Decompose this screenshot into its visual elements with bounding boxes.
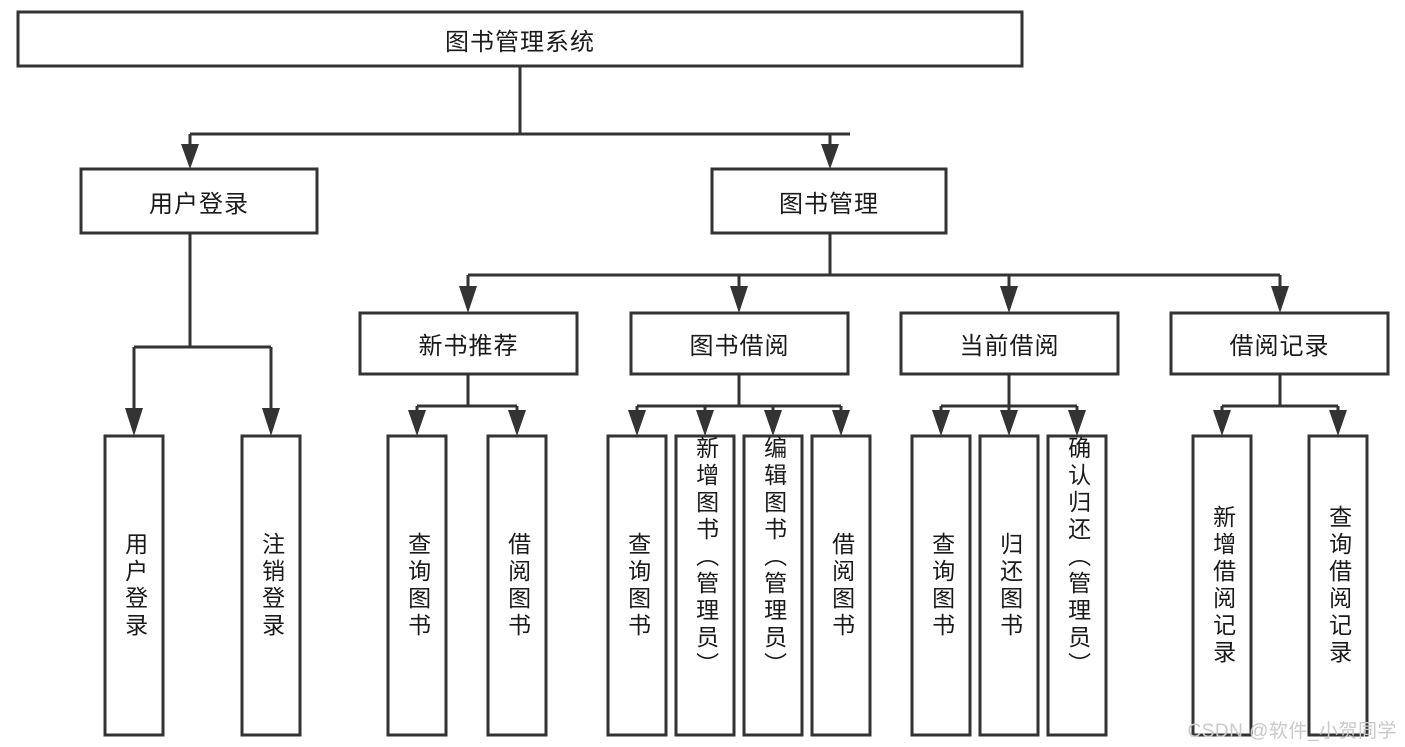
node-label-leaf-8: 查询图书 <box>912 436 970 735</box>
node-label-root: 图书管理系统 <box>445 28 595 56</box>
node-box-user-login[interactable] <box>79 167 319 235</box>
arrow-head-icon <box>821 144 839 169</box>
node-label-leaf-3: 借阅图书 <box>488 436 546 735</box>
arrow-head-icon <box>1000 410 1018 436</box>
arrow-head-icon <box>262 408 280 436</box>
arrow-head-icon <box>696 410 714 436</box>
node-box-leaf-0[interactable] <box>103 434 165 737</box>
connector-group-newbook <box>408 374 526 436</box>
connector-group-borrow <box>628 374 850 436</box>
connector-group-bookmgmt <box>459 233 1289 313</box>
connector-group-current <box>932 374 1086 436</box>
arrow-head-icon <box>1329 410 1347 436</box>
arrow-head-icon <box>832 410 850 436</box>
node-label-leaf-2: 查询图书 <box>388 436 446 735</box>
node-box-leaf-2[interactable] <box>386 434 448 737</box>
node-box-leaf-4[interactable] <box>606 434 668 737</box>
node-label-leaf-4: 查询图书 <box>608 436 666 735</box>
connector-group-record <box>1213 374 1347 436</box>
node-label-leaf-10: 确认归还（管理员） <box>1048 436 1106 735</box>
leaf-text-9: 归还图书 <box>996 531 1023 640</box>
arrow-head-icon <box>1271 286 1289 313</box>
arrow-head-icon <box>1000 286 1018 313</box>
leaf-text-4: 查询图书 <box>624 531 651 640</box>
node-box-new-book-recommend[interactable] <box>358 311 579 376</box>
node-box-leaf-7[interactable] <box>810 434 872 737</box>
arrow-head-icon <box>1068 410 1086 436</box>
node-label-book-borrow: 图书借阅 <box>689 333 790 360</box>
leaf-text-3: 借阅图书 <box>504 531 531 640</box>
arrow-head-icon <box>764 410 782 436</box>
arrow-head-icon <box>125 408 143 436</box>
arrow-head-icon <box>730 286 748 313</box>
node-label-leaf-0: 用户登录 <box>105 436 163 735</box>
node-box-leaf-1[interactable] <box>240 434 302 737</box>
node-label-user-login: 用户登录 <box>149 190 249 218</box>
watermark-text: CSDN @软件_小贺同学 <box>1187 721 1397 742</box>
node-box-leaf-10[interactable] <box>1046 434 1108 737</box>
node-label-leaf-6: 编辑图书（管理员） <box>744 436 802 735</box>
arrow-head-icon <box>408 410 426 436</box>
leaf-text-7: 借阅图书 <box>828 531 855 640</box>
leaf-text-2: 查询图书 <box>404 531 431 640</box>
node-box-leaf-8[interactable] <box>910 434 972 737</box>
arrow-head-icon <box>1213 410 1231 436</box>
node-label-current-borrow: 当前借阅 <box>959 333 1060 360</box>
node-box-book-management[interactable] <box>710 167 948 235</box>
leaf-text-8: 查询图书 <box>928 531 955 640</box>
node-label-leaf-7: 借阅图书 <box>812 436 870 735</box>
leaf-text-1: 注销登录 <box>258 531 285 640</box>
arrow-head-icon <box>459 286 477 313</box>
leaf-text-12: 查询借阅记录 <box>1325 504 1352 667</box>
node-label-leaf-9: 归还图书 <box>980 436 1038 735</box>
leaf-text-5: 新增图书（管理员） <box>692 436 719 679</box>
node-label-borrow-record: 借阅记录 <box>1229 333 1330 360</box>
node-label-new-book-recommend: 新书推荐 <box>418 333 519 360</box>
leaf-text-11: 新增借阅记录 <box>1209 504 1236 667</box>
node-box-leaf-6[interactable] <box>742 434 804 737</box>
connector-group-userlogin <box>125 233 280 436</box>
leaf-text-0: 用户登录 <box>121 531 148 640</box>
node-box-current-borrow[interactable] <box>899 311 1120 376</box>
node-label-leaf-11: 新增借阅记录 <box>1193 436 1251 735</box>
node-label-leaf-5: 新增图书（管理员） <box>676 436 734 735</box>
arrow-head-icon <box>932 410 950 436</box>
node-box-leaf-3[interactable] <box>486 434 548 737</box>
arrow-head-icon <box>508 410 526 436</box>
node-box-borrow-record[interactable] <box>1169 311 1390 376</box>
node-box-leaf-11[interactable] <box>1191 434 1253 737</box>
leaf-text-6: 编辑图书（管理员） <box>760 436 787 679</box>
node-label-leaf-12: 查询借阅记录 <box>1309 436 1367 735</box>
node-box-leaf-9[interactable] <box>978 434 1040 737</box>
connector-group-root <box>181 66 850 169</box>
node-box-leaf-5[interactable] <box>674 434 736 737</box>
node-box-root[interactable] <box>16 10 1024 68</box>
node-label-leaf-1: 注销登录 <box>242 436 300 735</box>
node-box-leaf-12[interactable] <box>1307 434 1369 737</box>
arrow-head-icon <box>181 144 199 169</box>
arrow-head-icon <box>628 410 646 436</box>
node-label-book-management: 图书管理 <box>779 190 879 218</box>
node-box-book-borrow[interactable] <box>629 311 850 376</box>
leaf-text-10: 确认归还（管理员） <box>1064 436 1091 679</box>
